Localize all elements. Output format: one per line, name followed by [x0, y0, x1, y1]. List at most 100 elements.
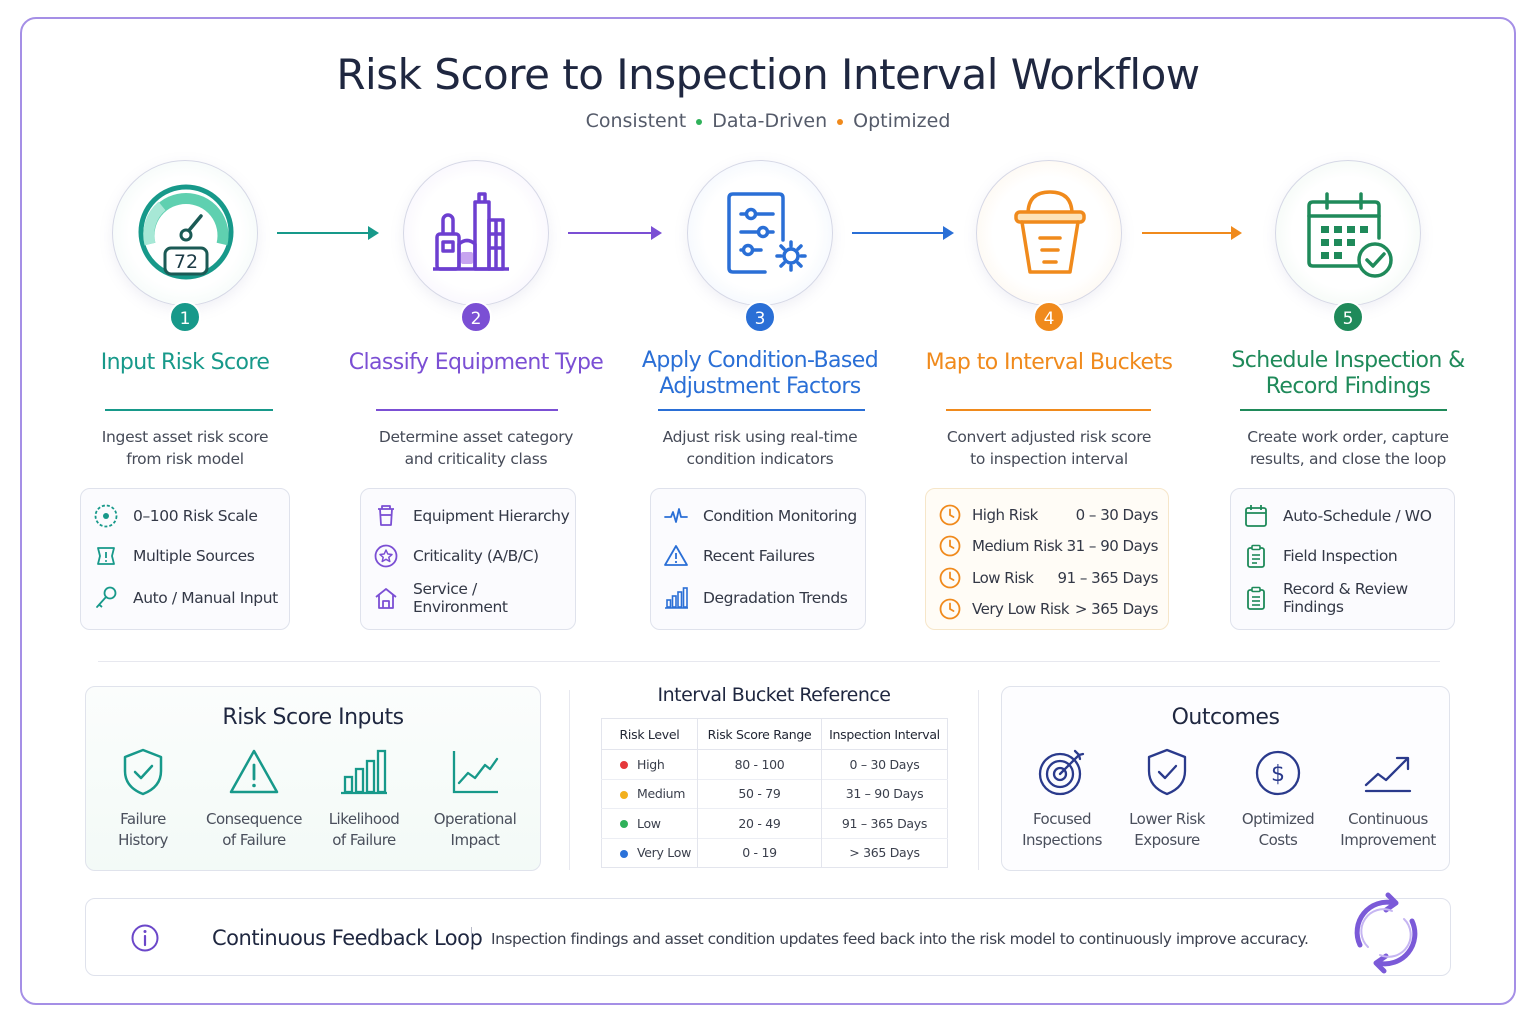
reference-title: Interval Bucket Reference [657, 684, 891, 706]
table-row: Very Low 0 - 19 > 365 Days [601, 837, 948, 868]
dollar-icon: $ [1255, 750, 1301, 796]
calendar-icon [1245, 505, 1267, 527]
step-1-number: 1 [169, 301, 201, 333]
col-inspection-interval: Inspection Interval [821, 718, 948, 750]
gauge-icon: 72 [138, 184, 234, 280]
tag-consistent: Consistent [585, 110, 687, 132]
checklist-icon [1247, 586, 1265, 610]
yellow-dot-icon [620, 790, 628, 799]
clock-icon [939, 567, 961, 589]
step-4-rule [946, 409, 1151, 411]
step-3-circle [687, 160, 833, 306]
outer-frame [20, 17, 1516, 1005]
feedback-loop-banner: Continuous Feedback Loop Inspection find… [85, 892, 1451, 976]
refresh-cycle-icon [1354, 892, 1418, 974]
star-icon [374, 544, 398, 568]
target-icon [94, 504, 118, 528]
card-item: Record & Review Findings [1243, 580, 1454, 616]
subtitle: Consistent Data-Driven Optimized [0, 110, 1536, 132]
tag-optimized: Optimized [853, 110, 951, 132]
step-5-title: Schedule Inspection &Record Findings [1231, 348, 1465, 399]
bucket-row: Very Low Risk> 365 Days [938, 595, 1159, 623]
table-row: Low 20 - 49 91 – 365 Days [601, 808, 948, 838]
clock-icon [939, 598, 961, 620]
shield-check-icon [123, 748, 163, 796]
card-item: 0–100 Risk Scale [93, 501, 258, 531]
info-icon [131, 924, 159, 952]
clipboard-icon [1247, 544, 1265, 568]
bucket-icon [1014, 190, 1086, 274]
house-icon [375, 588, 397, 609]
bar-chart-icon [341, 749, 387, 795]
card-item: Equipment Hierarchy [373, 501, 570, 531]
hierarchy-icon [378, 505, 394, 526]
gauge-value: 72 [174, 251, 198, 273]
arrow-1-2 [277, 226, 379, 240]
settings-document-icon [727, 192, 807, 274]
table-row: High 80 - 100 0 – 30 Days [601, 749, 948, 779]
section-divider [98, 661, 1440, 662]
arrow-4-5 [1142, 226, 1242, 240]
green-dot-icon [620, 820, 628, 829]
shield-check-icon [1147, 748, 1187, 796]
step-3-number: 3 [744, 301, 776, 333]
card-item: Auto-Schedule / WO [1243, 501, 1432, 531]
line-chart-icon [452, 751, 499, 794]
card-item: Field Inspection [1243, 541, 1398, 571]
card-item: Auto / Manual Input [93, 583, 278, 613]
card-item: Condition Monitoring [663, 501, 857, 531]
svg-text:$: $ [1271, 762, 1285, 787]
panel-title: Outcomes [1171, 705, 1280, 730]
card-item: Criticality (A/B/C) [373, 541, 539, 571]
arrow-3-4 [852, 226, 954, 240]
step-2-rule [376, 409, 558, 411]
step-5-rule [1240, 409, 1447, 411]
step-1-rule [105, 409, 273, 411]
arrow-2-3 [568, 226, 662, 240]
step-5-card: Auto-Schedule / WO Field Inspection Reco… [1230, 488, 1455, 630]
step-2-number: 2 [460, 301, 492, 333]
step-5-circle [1275, 160, 1421, 306]
table-header-row: Risk Level Risk Score Range Inspection I… [601, 718, 948, 750]
clock-icon [939, 535, 961, 557]
panel-title: Risk Score Inputs [222, 705, 404, 730]
key-icon [96, 586, 117, 608]
warning-icon [229, 749, 279, 794]
step-4-title: Map to Interval Buckets [925, 350, 1173, 375]
tag-data-driven: Data-Driven [712, 110, 828, 132]
card-item: Service / Environment [373, 580, 575, 616]
feedback-title: Continuous Feedback Loop [212, 926, 483, 950]
step-4-circle [976, 160, 1122, 306]
table-row: Medium 50 - 79 31 – 90 Days [601, 778, 948, 809]
orange-dot-icon [837, 118, 844, 125]
step-1-circle: 72 [112, 160, 258, 306]
target-icon [1038, 749, 1085, 796]
step-3-card: Condition Monitoring Recent Failures Deg… [650, 488, 866, 630]
card-item: Recent Failures [663, 541, 815, 571]
step-4-number: 4 [1033, 301, 1065, 333]
warning-icon [664, 545, 688, 566]
step-1-title: Input Risk Score [100, 350, 270, 375]
step-2-card: Equipment Hierarchy Criticality (A/B/C) … [360, 488, 576, 630]
blue-dot-icon [620, 849, 628, 858]
vertical-separator [978, 690, 979, 870]
red-dot-icon [620, 761, 628, 770]
step-5-number: 5 [1332, 301, 1364, 333]
